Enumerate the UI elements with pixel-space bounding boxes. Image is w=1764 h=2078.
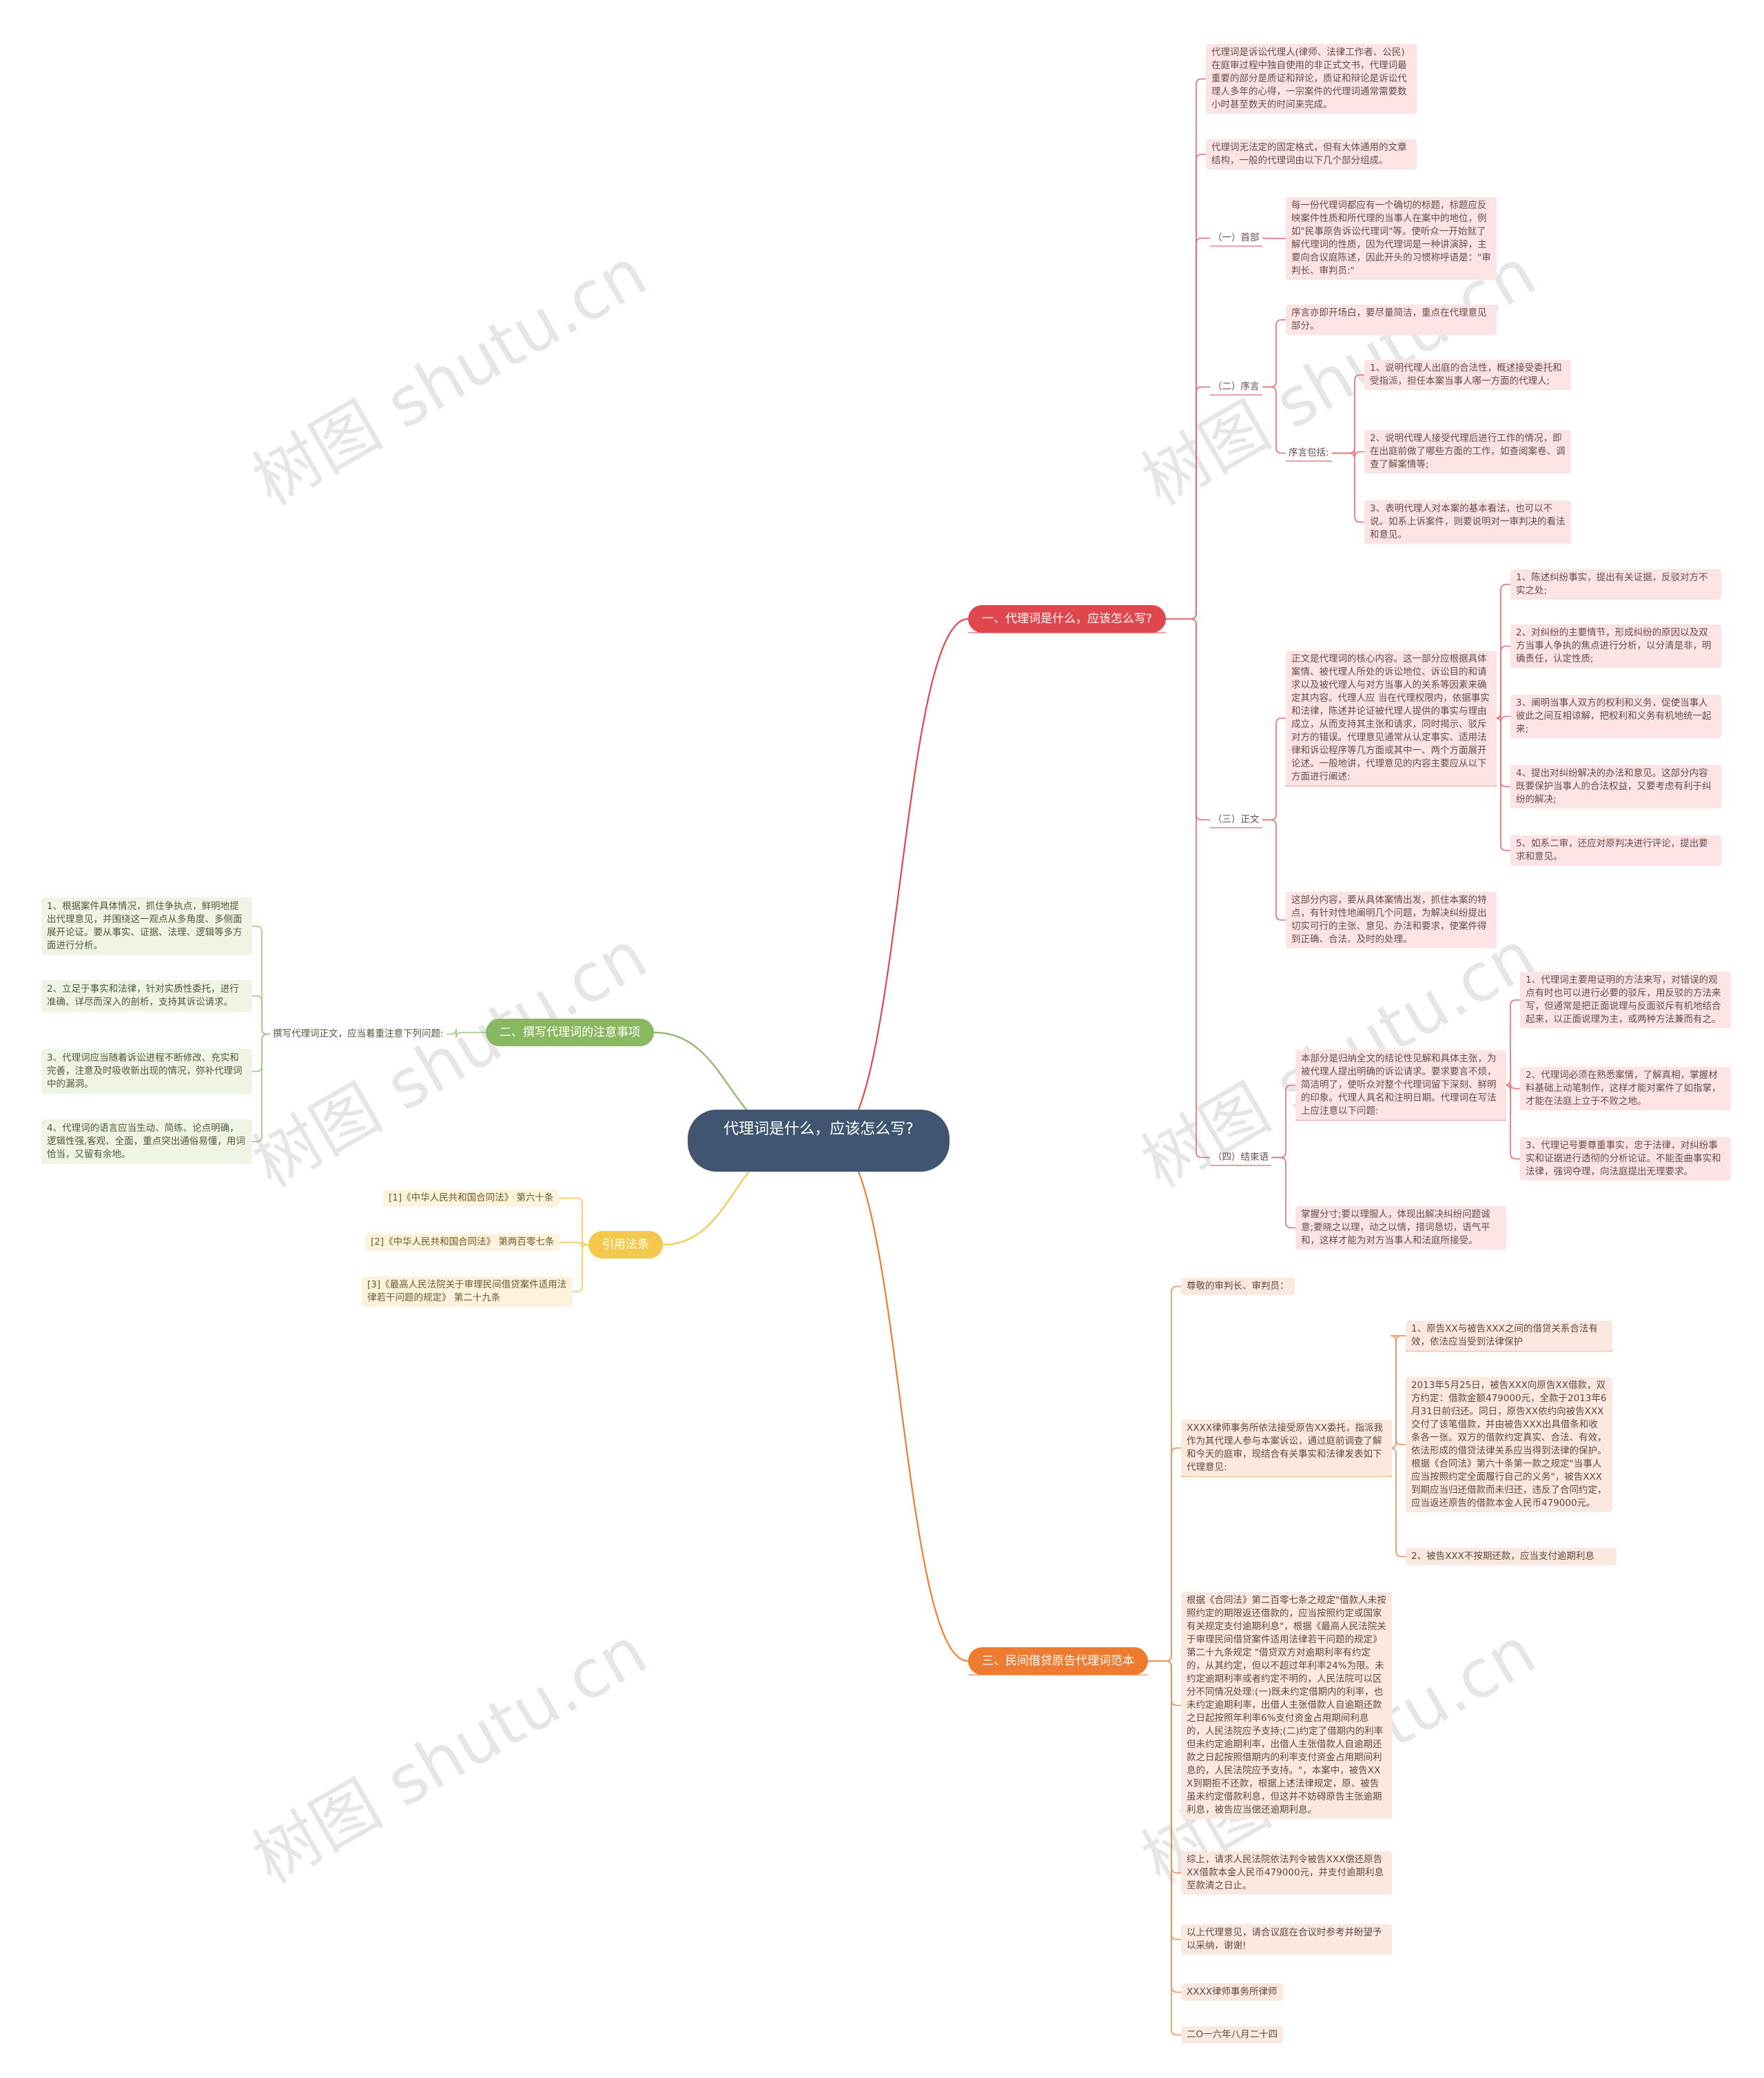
ending-text-2: 掌握分寸;要以理服人，体现出解决纠纷问题诚意;要晓之以理，动之以情，措词恳切，语… (1295, 1206, 1506, 1250)
b4-link (1148, 1660, 1181, 1993)
root-to-branch4 (832, 1139, 969, 1662)
b4-link (1148, 1447, 1181, 1662)
section-body-label[interactable]: （三）正文 (1213, 814, 1260, 825)
b4-intro-link (1390, 1335, 1406, 1449)
cited-law-item[interactable]: [2]《中华人民共和国合同法》 第两百零七条 (365, 1234, 560, 1251)
end-text-link (1504, 999, 1520, 1086)
end-text-link (1504, 1083, 1520, 1091)
sample-law-text: 根据《合同法》第二百零七条之规定"借款人未按照约定的期限返还借款的，应当按照约定… (1181, 1592, 1392, 1819)
body-text-2: 这部分内容，要从具体案情出发，抓住本案的特点，有针对性地阐明几个问题，为解决纠纷… (1286, 892, 1497, 948)
preface-inc-link (1332, 452, 1364, 523)
head-link (1262, 237, 1286, 239)
end-text-link (1504, 1084, 1520, 1160)
ending-item: 1、代理词主要用证明的方法来写，对错误的观点有时也可以进行必要的驳斥，用反驳的方… (1520, 972, 1731, 1028)
preface-inc-link (1332, 374, 1364, 454)
b1-link (1166, 237, 1210, 620)
section-head-label[interactable]: （一）首部 (1213, 232, 1260, 243)
end-link (1271, 1084, 1295, 1159)
body-text-link (1495, 712, 1510, 722)
body-item: 5、如系二审，还应对原判决进行评论，提出要求和意见。 (1510, 835, 1721, 866)
b4-link (1148, 1660, 1181, 1707)
sample-closing: 以上代理意见，请合议庭在合议时参考并盼望予以采纳，谢谢! (1181, 1924, 1392, 1955)
body-text-link (1495, 717, 1510, 788)
branch-writing-notes[interactable]: 二、撰写代理词的注意事项 (486, 1019, 654, 1046)
root-to-branch1 (832, 618, 969, 1142)
sample-date: 二O一六年八月二十四 (1181, 2026, 1284, 2044)
b1-intro-text: 代理词是诉讼代理人(律师、法律工作者、公民)在庭审过程中独自使用的非正式文书，代… (1206, 44, 1417, 114)
sample-intro: XXXX律师事务所依法接受原告XX委托，指派我作为其代理人参与本案诉讼，通过庭前… (1181, 1420, 1392, 1476)
b3-link (560, 1239, 588, 1248)
branch-what-is-agency-statement[interactable]: 一、代理词是什么，应该怎么写? (968, 605, 1167, 633)
sample-point-2: 2、被告XXX不按期还款，应当支付逾期利息 (1406, 1548, 1617, 1565)
cited-law-item[interactable]: [1]《中华人民共和国合同法》 第六十条 (383, 1190, 560, 1207)
root-node[interactable]: 代理词是什么，应该怎么写? (688, 1110, 950, 1172)
b1-link (1166, 78, 1206, 620)
sample-greeting: 尊敬的审判长、审判员： (1181, 1278, 1295, 1295)
ending-text: 本部分是归纳全文的结论性见解和具体主张，为被代理人提出明确的诉讼请求。要求要言不… (1295, 1050, 1506, 1120)
ending-item: 2、代理词必须在熟悉案情，了解真相，掌握材料基础上动笔制作，这样才能对案件了如指… (1520, 1067, 1731, 1110)
body-text: 正文是代理词的核心内容。这一部分应根据具体案情、被代理人所处的诉讼地位、诉讼目的… (1286, 651, 1497, 786)
b4-link (1148, 1285, 1181, 1662)
b2-link (447, 1028, 486, 1039)
b1-format-text: 代理词无法定的固定格式，但有大体通用的文章结构，一般的代理词由以下几个部分组成。 (1206, 139, 1417, 170)
writing-note-item: 1、根据案件具体情况，抓住争执点，鲜明地提出代理意见，并围绕这一观点从多角度、多… (41, 897, 252, 955)
preface-link (1262, 319, 1286, 388)
writing-note-item: 2、立足于事实和法律，针对实质性委托，进行准确、详尽而深入的剖析，支持其诉讼请求… (41, 980, 252, 1012)
b1-link (1166, 618, 1210, 1159)
b3-link (559, 1197, 588, 1245)
preface-text: 序言亦即开场白，要尽量简洁，重点在代理意见部分。 (1286, 305, 1497, 335)
sample-point-1-text: 2013年5月25日，被告XXX向原告XX借款，双方约定：借款金额479000元… (1406, 1377, 1612, 1512)
end-link (1271, 1157, 1295, 1229)
body-item: 1、陈述纠纷事实，提出有关证据，反驳对方不实之处; (1510, 569, 1721, 600)
preface-link (1262, 386, 1286, 454)
b2-sub-link (252, 1033, 270, 1143)
b4-link (1148, 1660, 1181, 2036)
b2-sub-link (252, 1033, 270, 1072)
preface-inc-link (1332, 447, 1364, 458)
writing-note-item: 4、代理词的语言应当生动、简练、论点明确，逻辑性强,客观、全面，重点突出通俗易懂… (41, 1119, 252, 1164)
b1-link (1166, 618, 1210, 821)
section-preface-label[interactable]: （二）序言 (1213, 381, 1260, 392)
branch-sample-agency-statement[interactable]: 三、民间借贷原告代理词范本 (968, 1647, 1148, 1675)
body-item: 3、阐明当事人双方的权利和义务，促使当事人彼此之间互相谅解，把权利和义务有机地统… (1510, 695, 1721, 738)
body-item: 4、提出对纠纷解决的办法和意见。这部分内容既要保护当事人的合法权益，又要考虑有利… (1510, 765, 1721, 808)
body-item: 2、对纠纷的主要情节，形成纠纷的原因以及双方当事人争执的焦点进行分析，以分清是非… (1510, 624, 1721, 668)
body-link (1262, 819, 1286, 921)
b2-sub-link (252, 926, 270, 1035)
body-text-link (1495, 717, 1510, 851)
branch-cited-laws[interactable]: 引用法条 (588, 1231, 663, 1259)
b4-link (1148, 1660, 1181, 1874)
preface-item: 2、说明代理人接受代理后进行工作的情况，即在出庭前做了哪些方面的工作，如查阅案卷… (1364, 430, 1571, 473)
preface-item: 1、说明代理人出庭的合法性，概述接受委托和受指派，担任本案当事人哪一方面的代理人… (1364, 360, 1571, 390)
body-text-link (1495, 584, 1510, 719)
b4-intro-link (1390, 1447, 1406, 1558)
cited-law-item[interactable]: [3]《最高人民法院关于审理民间借贷案件适用法律若干问题的规定》 第二十九条 (362, 1276, 573, 1307)
b4-s1-link (1390, 1335, 1612, 1445)
sample-signature-firm: XXXX律师事务所律师 (1181, 1984, 1283, 2001)
b2-sub-link (252, 995, 270, 1035)
sample-point-1: 1、原告XX与被告XXX之间的借贷关系合法有效，依法应当受到法律保护 (1406, 1321, 1612, 1351)
writing-notes-sub[interactable]: 撰写代理词正文，应当着重注意下列问题: (273, 1028, 444, 1039)
ending-item: 3、代理记号要尊重事实，忠于法律，对纠纷事实和证据进行透彻的分析论证。不能歪曲事… (1520, 1137, 1731, 1181)
b4-link (1148, 1660, 1181, 1940)
head-text: 每一份代理词都应有一个确切的标题，标题应反映案件性质和所代理的当事人在案中的地位… (1286, 197, 1497, 280)
body-text-link (1495, 645, 1510, 719)
preface-includes-label[interactable]: 序言包括: (1289, 447, 1329, 458)
preface-item: 3、表明代理人对本案的基本看法，也可以不说。如系上诉案件，则要说明对一审判决的看… (1364, 500, 1571, 544)
writing-note-item: 3、代理词应当随着诉讼进程不断修改、充实和完善，注意及时吸收新出现的情况，弥补代… (41, 1049, 252, 1094)
section-ending-label[interactable]: （四）结束语 (1213, 1152, 1269, 1163)
b1-link (1166, 386, 1210, 620)
b3-link (573, 1244, 588, 1292)
sample-conclusion: 综上，请求人民法院依法判令被告XXX偿还原告XX借款本金人民币479000元，并… (1181, 1851, 1392, 1895)
body-link (1262, 717, 1286, 821)
